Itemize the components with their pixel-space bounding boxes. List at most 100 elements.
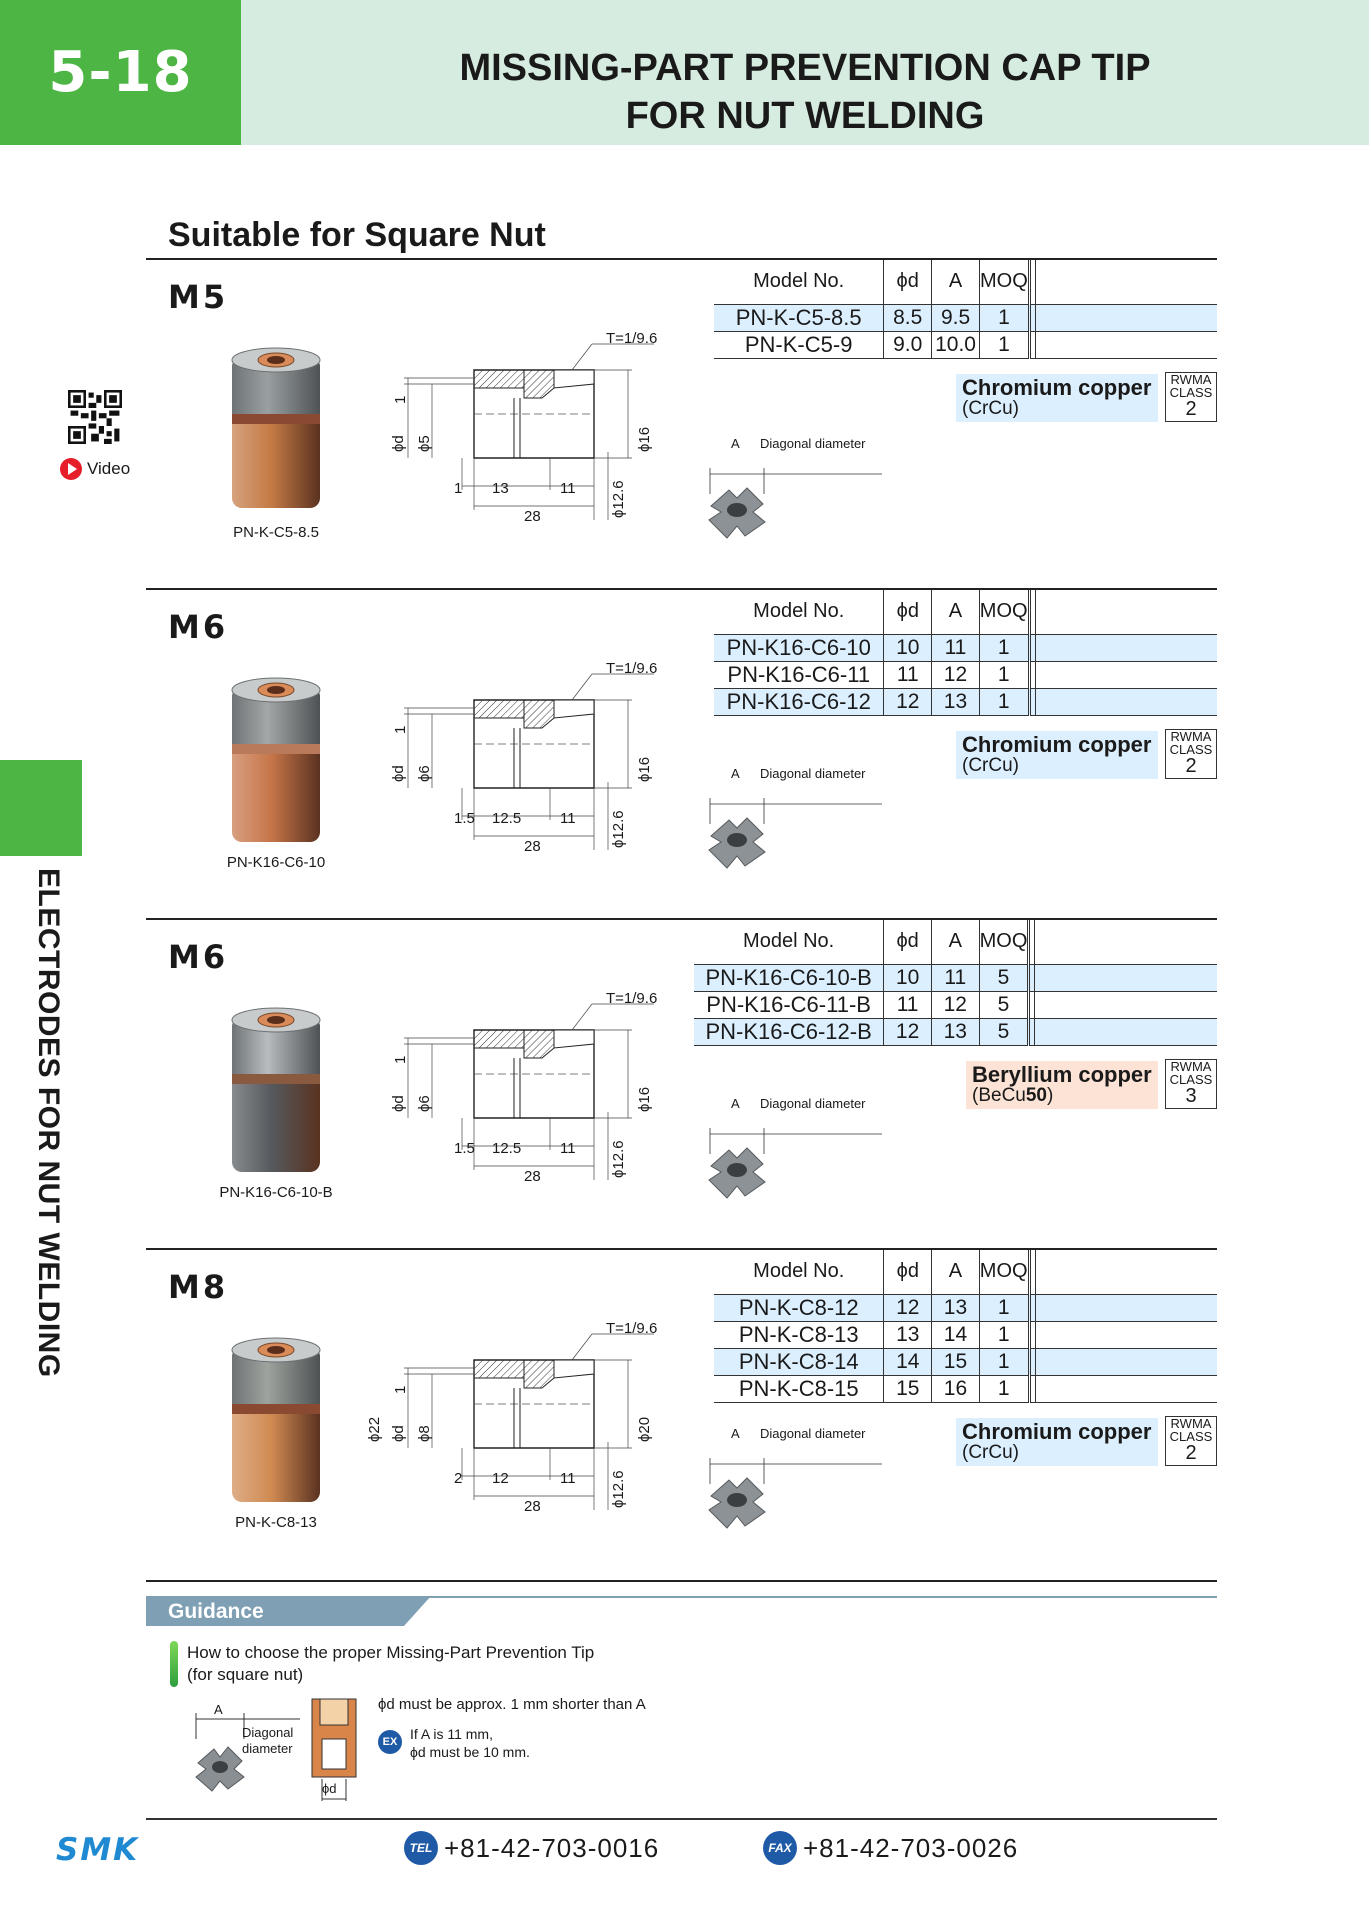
side-tab-text: ELECTRODES FOR NUT WELDING [32, 868, 65, 1378]
square-nut-illustration [708, 1128, 882, 1199]
play-icon [60, 458, 82, 480]
tel-icon: TEL [404, 1831, 438, 1865]
cell-model: PN-K-C8-12 [714, 1293, 884, 1322]
size-label: M5 [168, 278, 229, 316]
cell-spacer [1034, 1348, 1217, 1376]
guidance-accent [170, 1641, 178, 1687]
material-name: Chromium copper [962, 732, 1152, 757]
video-link[interactable]: Video [60, 458, 130, 480]
size-label: M6 [168, 938, 229, 976]
photo-caption: PN-K-C5-8.5 [233, 524, 319, 541]
cell-spacer [1034, 633, 1217, 662]
rwma-class-value: 2 [1185, 755, 1197, 777]
technical-drawing [404, 343, 654, 520]
cell-spacer [1027, 991, 1035, 1019]
column-header-model: Model No. [753, 270, 845, 293]
dim-w1: 1.5 [454, 810, 475, 827]
title-line-2: FOR NUT WELDING [625, 95, 985, 137]
cell-spacer [1034, 1375, 1217, 1403]
dim-inner: ϕ6 [416, 765, 433, 782]
nut-label-a: A [731, 1096, 740, 1111]
section-divider [146, 588, 1217, 590]
dim-top: 1 [392, 395, 409, 404]
dim-top: 1 [392, 1385, 409, 1394]
cell-d: 14 [883, 1348, 932, 1376]
cell-d: 10 [883, 963, 932, 992]
cell-d: 13 [883, 1321, 932, 1349]
material-name: Beryllium copper [972, 1062, 1152, 1087]
cell-model: PN-K-C5-9 [714, 331, 884, 359]
material-box: Chromium copper(CrCu) [956, 731, 1158, 779]
column-spacer [1034, 920, 1217, 964]
section-divider [146, 918, 1217, 920]
column-header-d: ϕd [883, 590, 932, 634]
dim-total: 28 [524, 1168, 541, 1185]
material-code: (BeCu50) [972, 1085, 1152, 1106]
column-header-d: ϕd [883, 920, 932, 964]
cell-d: 12 [883, 1293, 932, 1322]
column-spacer [1034, 590, 1217, 634]
dim-d: ϕd [390, 1095, 407, 1112]
cell-spacer [1027, 963, 1035, 992]
material-code: (CrCu) [962, 755, 1152, 776]
cell-d: 15 [883, 1375, 932, 1403]
cell-d: 12 [883, 1018, 932, 1046]
cell-moq: 5 [978, 991, 1029, 1019]
dim-outer: ϕ22 [366, 1416, 383, 1442]
example-line-1: If A is 11 mm, [410, 1726, 493, 1742]
cell-a: 11 [930, 963, 980, 992]
cell-model: PN-K16-C6-11-B [694, 991, 884, 1019]
cell-model: PN-K-C8-15 [714, 1375, 884, 1403]
cell-d: 11 [883, 661, 932, 689]
cell-model: PN-K16-C6-10-B [694, 963, 884, 992]
footer-divider [146, 1818, 1217, 1820]
cell-spacer [1027, 303, 1036, 332]
cell-spacer [1027, 1293, 1036, 1322]
column-header-moq: MOQ [978, 1250, 1030, 1294]
example-badge: EX [378, 1730, 402, 1754]
cell-a: 9.5 [931, 303, 980, 332]
photo-caption: PN-K16-C6-10 [226, 854, 326, 871]
dim-w2: 12 [492, 1470, 509, 1487]
rwma-class-value: 2 [1185, 398, 1197, 420]
cell-moq: 5 [978, 963, 1029, 992]
section-divider [146, 258, 1217, 260]
cell-spacer [1034, 661, 1217, 689]
guidance-label-diag: Diagonal diameter [242, 1725, 293, 1757]
qr-code-icon[interactable] [68, 390, 122, 444]
dim-total: 28 [524, 838, 541, 855]
column-header-model: Model No. [753, 1260, 845, 1283]
footer-fax: FAX +81-42-703-0026 [763, 1831, 1018, 1865]
cell-model: PN-K16-C6-10 [714, 633, 884, 662]
dim-base: ϕ12.6 [610, 810, 627, 848]
section-heading: Suitable for Square Nut [168, 216, 546, 254]
rwma-label: RWMA [1170, 1059, 1212, 1074]
product-photo [231, 677, 321, 842]
brand-logo: SMK [56, 1834, 137, 1864]
dim-right: ϕ16 [636, 426, 653, 452]
size-label: M6 [168, 608, 229, 646]
guidance-line-1: How to choose the proper Missing-Part Pr… [187, 1643, 595, 1662]
material-code: (CrCu) [962, 398, 1152, 419]
cell-d: 10 [883, 633, 932, 662]
material-box: Beryllium copper(BeCu50) [966, 1061, 1158, 1109]
guidance-label-d: ϕd [322, 1781, 337, 1796]
side-tab-marker [0, 760, 82, 856]
